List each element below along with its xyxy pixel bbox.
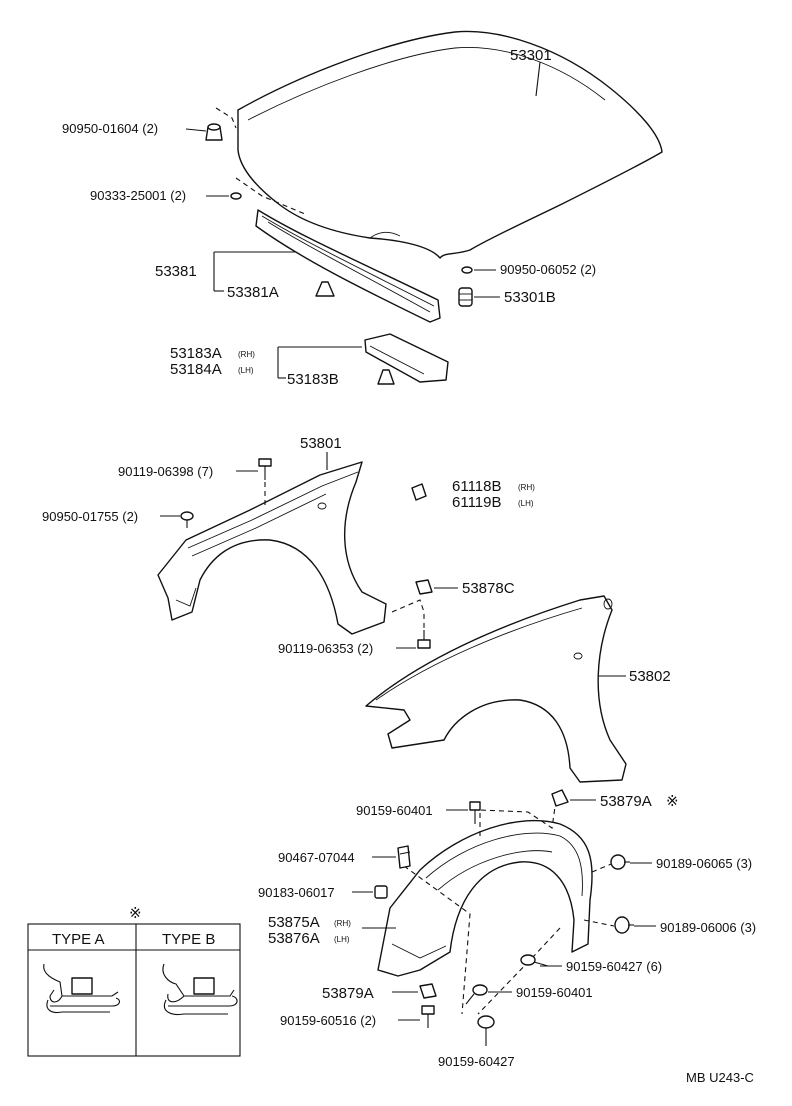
liner-screw-top[interactable]: [469, 801, 481, 824]
liner-clip-side[interactable]: [397, 845, 411, 869]
liner-screw-top-label: 90159-60401: [356, 803, 433, 818]
liner-clip-side-label: 90467-07044: [278, 850, 355, 865]
liner-grommet-label: 90183-06017: [258, 885, 335, 900]
liner-screw-left[interactable]: [421, 1005, 435, 1028]
weatherstrip-clip-label: 53381A: [227, 284, 279, 301]
liner-screw-bottom-label: 90159-60427: [438, 1054, 515, 1069]
hood-group: 53301 90950-01604 (2) 90333-25001 (2) 53…: [62, 30, 663, 388]
liner-screw-right-label: 90159-60427 (6): [566, 959, 662, 974]
fender-plug[interactable]: [180, 511, 194, 528]
liner-group: 90159-60401 53879A ※ 90467-07044 90183-0…: [258, 789, 756, 1069]
liner-rh-label: 53875A: [268, 914, 320, 931]
liner-clip-bottom-label: 53879A: [322, 985, 374, 1002]
hood-clip-label: 90333-25001 (2): [90, 188, 186, 203]
hood-label: 53301: [510, 47, 552, 64]
liner-grommet[interactable]: [374, 885, 388, 899]
type-legend: ※ TYPE A TYPE B: [27, 905, 241, 1057]
fender-liner[interactable]: [377, 819, 593, 977]
seal-lh-label: 53184A: [170, 361, 222, 378]
hood-plug[interactable]: [461, 266, 473, 274]
liner-clip-right-2-label: 90189-06006 (3): [660, 920, 756, 935]
bracket-lh-tag: (LH): [518, 499, 534, 508]
liner-lh-tag: (LH): [334, 935, 350, 944]
liner-clip-right-1-label: 90189-06065 (3): [656, 856, 752, 871]
fender-lh-label: 53801: [300, 435, 342, 452]
liner-screw-left-label: 90159-60516 (2): [280, 1013, 376, 1028]
bracket-rh-label: 61118B: [452, 478, 502, 495]
liner-clip-right-2[interactable]: [614, 916, 634, 934]
bracket-rh-tag: (RH): [518, 483, 535, 492]
fender-plug-label: 90950-01755 (2): [42, 509, 138, 524]
fender-group: 53801 90119-06398 (7) 90950-01755 (2) 61…: [42, 435, 671, 783]
hood-bumper[interactable]: [458, 287, 473, 307]
hood-notch: [369, 231, 401, 239]
seal-lh-tag: (LH): [238, 366, 254, 375]
type-b-clip-drawing: [162, 963, 238, 1016]
fender-nut-label: 53878C: [462, 580, 515, 597]
liner-screw-right[interactable]: [520, 954, 549, 967]
type-a-label: TYPE A: [52, 931, 105, 948]
type-a-clip-drawing: [43, 963, 121, 1014]
hood-crease: [247, 47, 606, 121]
hood-cushion-label: 90950-01604 (2): [62, 121, 158, 136]
liner-screw-mid-label: 90159-60401: [516, 985, 593, 1000]
seal-clip-label: 53183B: [287, 371, 339, 388]
liner-clip-right-1[interactable]: [610, 854, 630, 870]
fender-rh-label: 53802: [629, 668, 671, 685]
hood-clip[interactable]: [230, 192, 242, 200]
hood-plug-label: 90950-06052 (2): [500, 262, 596, 277]
seal-clip[interactable]: [377, 369, 395, 385]
bracket-lh-label: 61119B: [452, 494, 502, 511]
liner-clip-top[interactable]: [551, 789, 569, 807]
fender-lh[interactable]: [157, 461, 387, 635]
seal-rh-tag: (RH): [238, 350, 255, 359]
liner-screw-mid[interactable]: [465, 984, 488, 1005]
fender-bolt-2[interactable]: [417, 630, 431, 649]
type-b-label: TYPE B: [162, 931, 215, 948]
liner-screw-bottom[interactable]: [477, 1015, 495, 1040]
weatherstrip-label: 53381: [155, 263, 197, 280]
type-legend-mark: ※: [129, 905, 142, 922]
fender-bracket[interactable]: [411, 483, 427, 501]
fender-nut[interactable]: [415, 579, 433, 595]
liner-rh-tag: (RH): [334, 919, 351, 928]
liner-clip-top-mark: ※: [666, 793, 679, 810]
diagram-code: MB U243-C: [686, 1070, 754, 1085]
liner-lh-label: 53876A: [268, 930, 320, 947]
liner-clip-bottom[interactable]: [419, 983, 437, 999]
hood-cushion[interactable]: [205, 123, 223, 141]
hood-panel[interactable]: [237, 30, 663, 259]
fender-rh[interactable]: [365, 595, 627, 783]
weatherstrip-clip[interactable]: [315, 281, 335, 297]
fender-bolt-label: 90119-06398 (7): [118, 464, 213, 479]
fender-bolt-2-label: 90119-06353 (2): [278, 641, 373, 656]
seal-rh-label: 53183A: [170, 345, 222, 362]
hood-side-seal[interactable]: [364, 333, 449, 383]
liner-clip-top-label: 53879A: [600, 793, 652, 810]
fender-bolt[interactable]: [258, 458, 272, 480]
hood-bumper-label: 53301B: [504, 289, 556, 306]
